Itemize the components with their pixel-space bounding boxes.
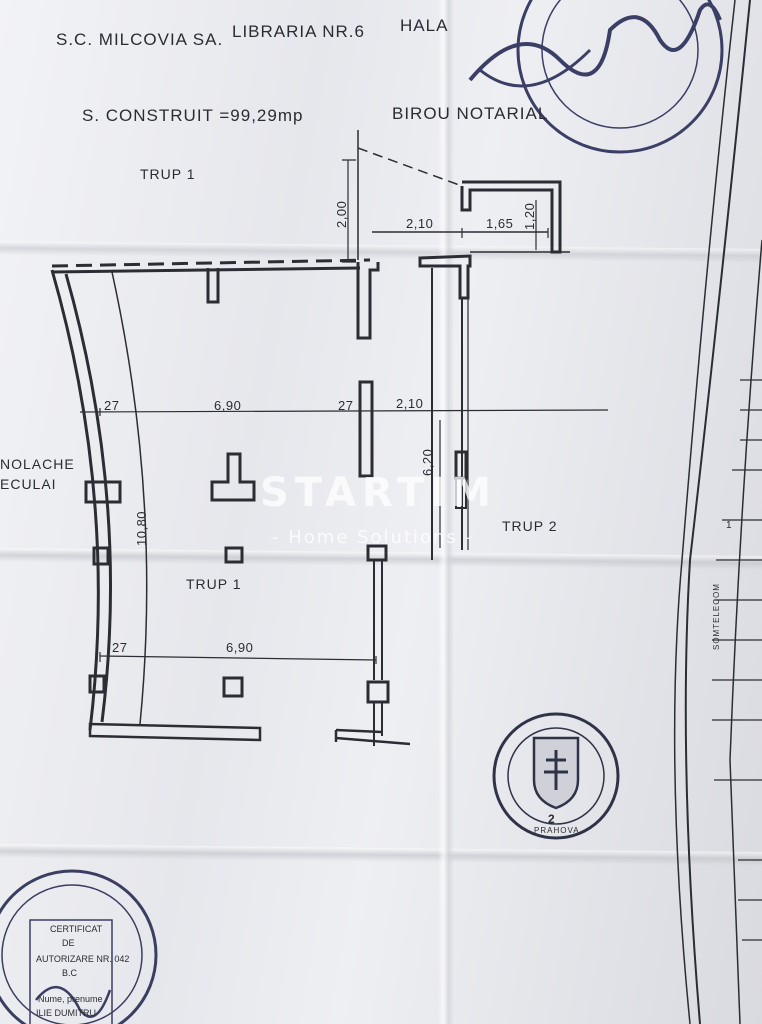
neighbor-label: NOLACHE (0, 456, 75, 472)
map-line (732, 379, 762, 471)
map-line (684, 0, 751, 1024)
dimension-line (461, 228, 549, 238)
notary-office-label: BIROU NOTARIAL (392, 104, 549, 123)
dimension-line (99, 655, 377, 661)
dimension-label: 27 (112, 640, 128, 655)
dimension-label: 2,00 (334, 200, 349, 228)
dimension-label: 2,10 (406, 216, 434, 231)
wall (357, 147, 463, 187)
pillar (224, 546, 244, 564)
column (366, 680, 390, 704)
wall (334, 728, 411, 746)
map-rotated-label: SOMTELECOM (712, 583, 721, 650)
dimension-label: 6,90 (214, 398, 242, 413)
column (366, 544, 388, 562)
county-stamp-city: PRAHOVA (534, 826, 580, 835)
trup1-inner-label: TRUP 1 (186, 576, 242, 592)
wall (373, 702, 383, 746)
map-line (712, 519, 762, 681)
pillar (222, 676, 244, 698)
hall-label: HALA (400, 16, 449, 35)
certificate-line: CERTIFICAT (50, 924, 103, 934)
map-line (673, 0, 736, 1024)
county-stamp (492, 712, 620, 840)
certificate-line: ILIE DUMITRU (36, 1008, 97, 1018)
pillar (210, 452, 256, 502)
dimension-line (99, 404, 463, 416)
column (88, 674, 106, 694)
dimension-line (99, 652, 377, 664)
wall (50, 269, 100, 731)
dimension-label: 2,10 (396, 396, 424, 411)
dimension-label: 1,65 (486, 216, 514, 231)
wall (206, 268, 220, 304)
signature (479, 48, 592, 88)
trup1-top-label: TRUP 1 (140, 166, 196, 182)
wall (356, 262, 380, 340)
wall (455, 478, 467, 509)
certificate-line: Nume, prenume (38, 994, 103, 1004)
wall (460, 180, 562, 254)
wall (64, 273, 113, 723)
column (84, 480, 122, 504)
company-name: S.C. MILCOVIA SA. (56, 30, 224, 49)
wall (358, 380, 374, 478)
built-area-label: S. CONSTRUIT =99,29mp (82, 106, 304, 125)
notary-stamp (468, 0, 724, 154)
signature (468, 2, 722, 82)
certificate-line: AUTORIZARE NR. 042 (36, 954, 130, 964)
wall (51, 266, 361, 274)
national-stamp (0, 869, 158, 1024)
wall (418, 254, 472, 300)
dimension-line (342, 159, 356, 263)
wall (88, 722, 262, 742)
coat-of-arms-icon (544, 750, 568, 790)
map-line (738, 859, 762, 941)
dimension-label: 1,20 (522, 202, 537, 230)
map-number: 1 (726, 520, 733, 531)
signature (35, 985, 112, 1018)
wall (373, 560, 383, 680)
dimension-label: 6,90 (226, 640, 254, 655)
neighbor-label: ECULAI (0, 476, 57, 492)
trup2-label: TRUP 2 (502, 518, 558, 534)
wall (51, 258, 371, 268)
dimension-label: 27 (338, 398, 354, 413)
library-name: LIBRARIA NR.6 (232, 22, 365, 41)
certificate-line: B.C (62, 968, 78, 978)
map-line (712, 719, 762, 781)
dimension-label: 10,80 (134, 510, 149, 546)
certificate-line: DE (62, 938, 75, 948)
county-stamp-number: 2 (548, 812, 556, 826)
watermark-brand: STARTIM (260, 470, 497, 516)
wall (111, 271, 148, 725)
watermark-tagline: - Home Solutions - (272, 527, 475, 548)
dimension-line (79, 409, 609, 413)
map-line (729, 239, 762, 1024)
dimension-label: 27 (104, 398, 120, 413)
column (92, 546, 110, 566)
